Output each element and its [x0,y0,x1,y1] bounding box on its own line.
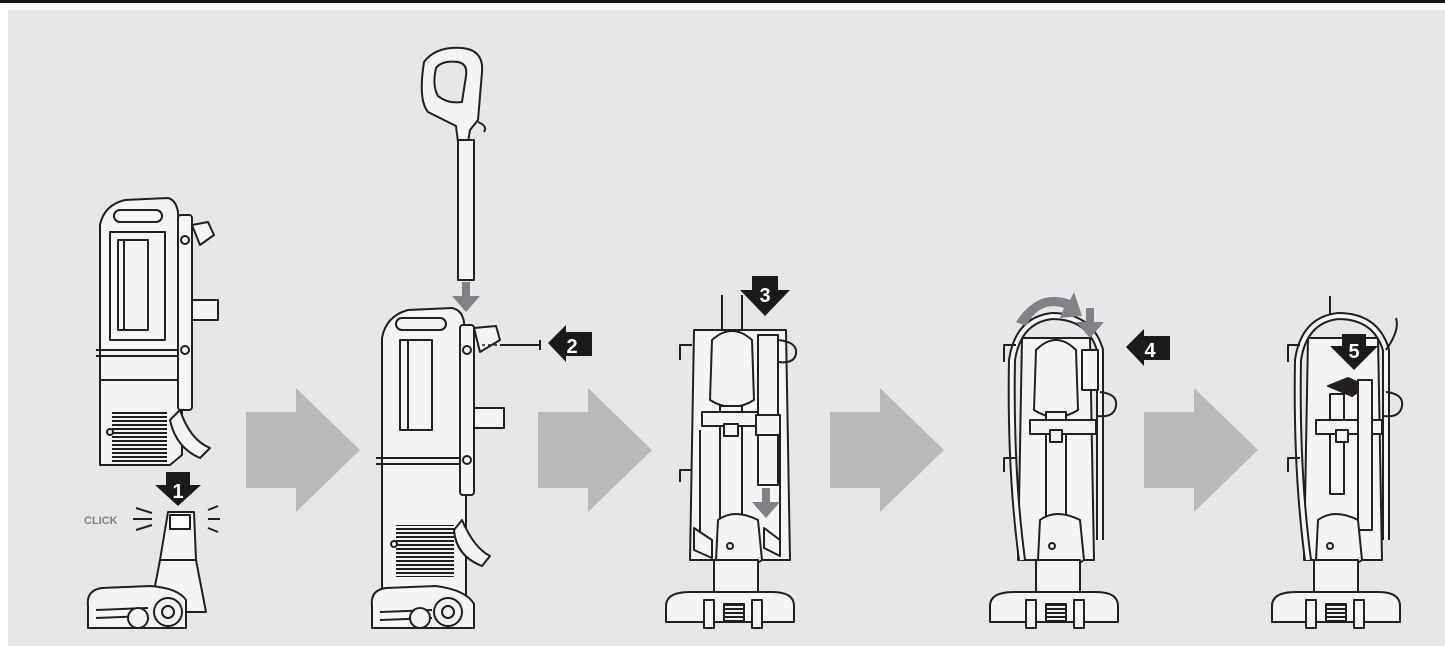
transition-arrow-4-icon [1144,388,1258,512]
step-5-badge-icon: 5 [1330,334,1378,370]
top-rule [0,0,1445,3]
click-motion-lines [133,505,220,533]
step-1-badge-icon: 1 [155,472,201,506]
step-1-illustration [86,197,219,629]
transition-arrow-3-icon [830,388,944,512]
step-3-number: 3 [759,285,770,307]
step-2-illustration [370,46,541,629]
step-5-illustration [1271,296,1404,629]
transition-arrow-1-icon [246,388,360,512]
step-3-badge-icon: 3 [740,276,790,316]
step-4-curved-arrow-icon [1016,292,1082,326]
click-label: CLICK [84,515,118,527]
step-4-down-arrow-icon [1076,308,1104,338]
step-4-badge-icon: 4 [1126,329,1170,366]
step-5-number: 5 [1348,341,1359,363]
step-4-illustration [989,312,1119,629]
step-2-down-arrow-icon [452,282,480,312]
step-2-number: 2 [566,336,577,358]
transition-arrow-2-icon [538,388,652,512]
step-4-number: 4 [1144,340,1156,362]
step-3-down-arrow-icon [752,488,780,518]
step-3-illustration [665,295,798,629]
step-1-number: 1 [172,481,183,503]
step-2-badge-icon: 2 [548,325,592,362]
